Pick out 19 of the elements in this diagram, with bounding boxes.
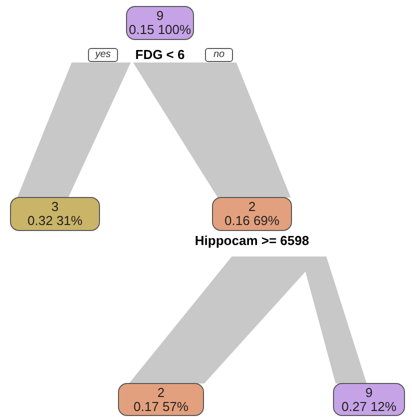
node-stats: 0.27 12% (342, 400, 396, 414)
class-label: 2 (248, 200, 256, 214)
class-label: 3 (51, 200, 59, 214)
node-stats: 0.32 31% (28, 214, 82, 228)
tree-node (118, 383, 204, 416)
node-stats: 0.17 57% (134, 400, 188, 414)
tree-node (333, 383, 405, 416)
class-label: 9 (365, 386, 373, 400)
branch-tag: no (205, 48, 233, 62)
class-label: 2 (157, 386, 165, 400)
tree-node (10, 197, 100, 231)
tree-node (126, 6, 194, 40)
tree-node (212, 197, 292, 231)
class-label: 9 (156, 9, 164, 23)
branch-tag: yes (88, 48, 118, 62)
branch-band (17, 62, 131, 198)
branch-band (133, 62, 291, 198)
node-stats: 0.15 100% (128, 23, 192, 37)
node-stats: 0.16 69% (224, 214, 280, 228)
